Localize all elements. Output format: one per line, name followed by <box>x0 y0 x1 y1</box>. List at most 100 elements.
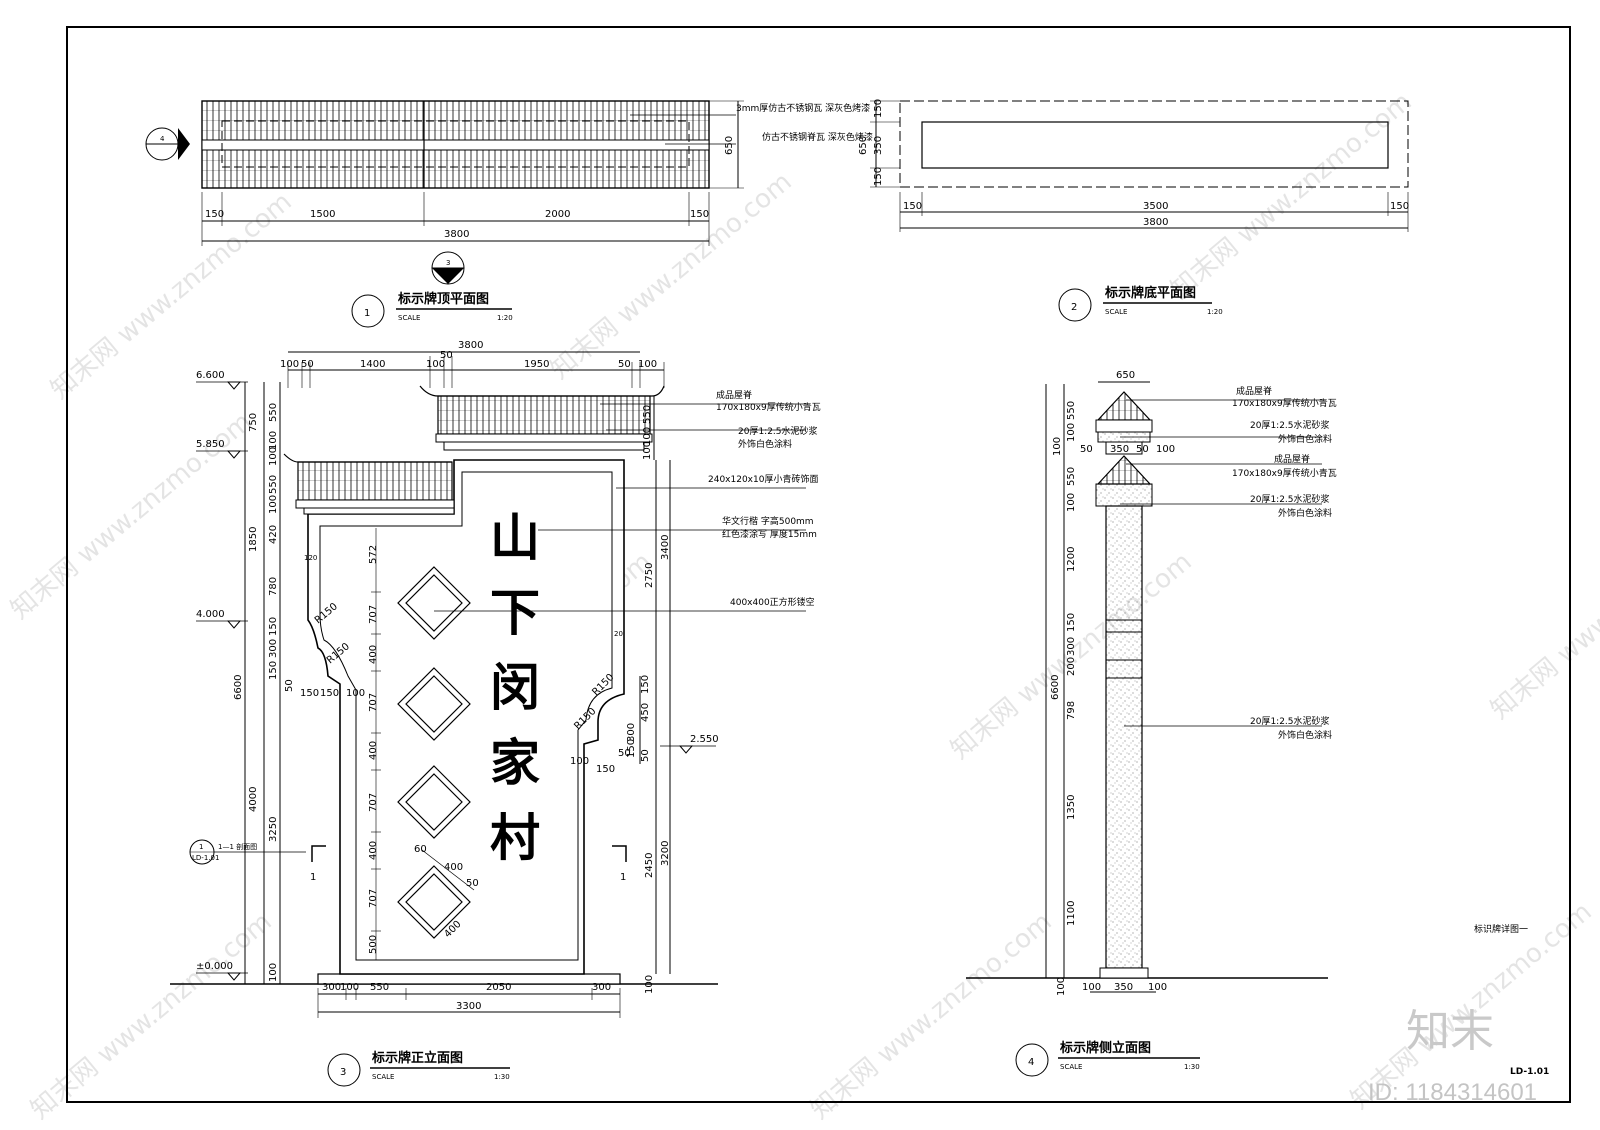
view3-diamond-dim: 400 <box>444 862 463 873</box>
view4-note: 成品屋脊 <box>1274 453 1310 465</box>
view4-mid-dim: 100 <box>1156 444 1175 455</box>
view4-side-elevation: 650 6600 550 100 100 550 100 1200 150 30… <box>966 370 1337 1077</box>
view4-left-dim: 1100 <box>1066 901 1077 926</box>
view4-left-dim: 798 <box>1066 701 1077 720</box>
view3-small-dim: 150 <box>300 688 319 699</box>
view3-inner-dim: 572 <box>368 545 379 564</box>
view3-small-dim: 120 <box>304 554 317 562</box>
view1-height-dim: 650 <box>724 136 735 155</box>
view3-right-dim: 300 <box>626 723 637 742</box>
section-ref-number: 1 <box>199 843 203 851</box>
view2-title: 标示牌底平面图 <box>1104 285 1196 301</box>
view3-right-dim: 100 <box>642 441 653 460</box>
sheet-number: LD-1.01 <box>1510 1067 1549 1077</box>
watermark-text: 知末网 www.znzmo.com <box>1165 87 1417 306</box>
view3-inner-dim: 400 <box>368 741 379 760</box>
view4-number: 4 <box>1028 1057 1034 1068</box>
view3-note: 400x400正方形镂空 <box>730 596 815 608</box>
view3-top-dim: 100 <box>638 359 657 370</box>
image-id: ID: 1184314601 <box>1368 1079 1537 1106</box>
sign-character: 闵 <box>490 658 540 717</box>
view4-bottom-dim: 100 <box>1082 982 1101 993</box>
view1-scale-label: SCALE <box>398 314 420 322</box>
level-mark: 6.600 <box>196 370 225 381</box>
view3-inner-left: 550 <box>268 403 279 422</box>
view2-left-dim: 150 <box>873 167 884 186</box>
view3-note: 170x180x9厚传统小青瓦 <box>716 401 821 413</box>
view3-inner-left: 100 <box>268 431 279 450</box>
section-ref-label: 1—1 剖面图 <box>218 842 257 851</box>
view3-top-dim: 50 <box>301 359 314 370</box>
view1-scale: 1:20 <box>497 314 513 322</box>
view3-bottom-dim: 550 <box>370 982 389 993</box>
view4-bottom-dim: 100 <box>1148 982 1167 993</box>
view3-small-dim: 100 <box>346 688 365 699</box>
view3-inner-dim: 707 <box>368 793 379 812</box>
view1-dim: 2000 <box>545 209 570 220</box>
view3-inner-dim: 400 <box>368 841 379 860</box>
view3-inner-left: 150 <box>268 661 279 680</box>
view3-small-dim: 100 <box>570 756 589 767</box>
view2-height-dim: 650 <box>858 136 869 155</box>
view3-top-dim: 1400 <box>360 359 385 370</box>
view3-top-dim: 1950 <box>524 359 549 370</box>
view3-small-dim: 20 <box>614 630 623 638</box>
view3-right-dim: 3400 <box>660 535 671 560</box>
view4-note: 成品屋脊 <box>1236 385 1272 397</box>
view3-right-dim: 100 <box>644 975 655 994</box>
view3-left-dim: 1850 <box>248 527 259 552</box>
view3-note: 红色漆涂写 厚度15mm <box>722 528 817 540</box>
view2-left-dim: 350 <box>873 136 884 155</box>
view4-note: 外饰白色涂料 <box>1278 729 1332 741</box>
view3-inner-left: 550 <box>268 475 279 494</box>
view4-left-dim: 1350 <box>1066 795 1077 820</box>
view4-note: 20厚1:2.5水泥砂浆 <box>1250 493 1330 505</box>
view1-dim: 150 <box>205 209 224 220</box>
view3-top-dim: 50 <box>618 359 631 370</box>
level-mark: ±0.000 <box>196 961 233 972</box>
view4-left-dim: 100 <box>1056 977 1067 996</box>
view3-right-dim: 3200 <box>660 841 671 866</box>
view1-note-1: 3mm厚仿古不锈钢瓦 深灰色烤漆 <box>736 102 870 114</box>
watermark-text: 知末网 www.znzmo.com <box>25 907 277 1126</box>
view4-left-dim: 550 <box>1066 401 1077 420</box>
view3-right-dim: 450 <box>640 703 651 722</box>
view3-left-dim: 4000 <box>248 787 259 812</box>
view3-scale: 1:30 <box>494 1073 510 1081</box>
view3-diamond-dim: 50 <box>466 878 479 889</box>
level-mark: 5.850 <box>196 439 225 450</box>
view3-note: 华文行楷 字高500mm <box>722 515 814 527</box>
view3-number: 3 <box>340 1067 346 1078</box>
view1-title: 标示牌顶平面图 <box>397 291 489 307</box>
view2-total: 3800 <box>1143 217 1168 228</box>
view3-inner-left: 780 <box>268 577 279 596</box>
view3-left-dim: 6600 <box>233 675 244 700</box>
view2-scale: 1:20 <box>1207 308 1223 316</box>
view4-note: 20厚1:2.5水泥砂浆 <box>1250 419 1330 431</box>
view3-top-dim: 50 <box>440 350 453 361</box>
view3-inner-dim: 707 <box>368 693 379 712</box>
section-marker-3: 3 <box>446 259 450 267</box>
view4-note: 170x180x9厚传统小青瓦 <box>1232 467 1337 479</box>
view3-left-dim: 750 <box>248 413 259 432</box>
view3-inner-left: 50 <box>284 679 295 692</box>
view4-left-dim: 100 <box>1052 437 1063 456</box>
section-cut-label: 1 <box>620 872 626 883</box>
view3-bottom-dim: 2050 <box>486 982 511 993</box>
view3-inner-left: 3250 <box>268 817 279 842</box>
view1-roof-plan: 4 650 3mm厚仿古不锈钢瓦 深灰色烤漆 仿古不锈钢脊瓦 深灰色烤漆 150… <box>145 100 873 328</box>
view3-right-dim: 550 <box>642 405 653 424</box>
brand-logo: 知末 <box>1406 1006 1494 1057</box>
sign-character: 村 <box>490 808 540 867</box>
view3-right-dim: 150 <box>640 675 651 694</box>
view3-diamond-dim: 60 <box>414 844 427 855</box>
view2-number: 2 <box>1071 302 1077 313</box>
view4-mid-dim: 350 <box>1110 444 1129 455</box>
side-note: 标识牌详图一 <box>1474 923 1528 935</box>
view1-number: 1 <box>364 308 370 319</box>
view3-bottom-total: 3300 <box>456 1001 481 1012</box>
view2-left-dim: 150 <box>873 99 884 118</box>
section-ref-sheet: LD-1.01 <box>192 854 219 862</box>
section-marker-4: 4 <box>160 135 165 143</box>
view4-mid-dim: 50 <box>1080 444 1093 455</box>
